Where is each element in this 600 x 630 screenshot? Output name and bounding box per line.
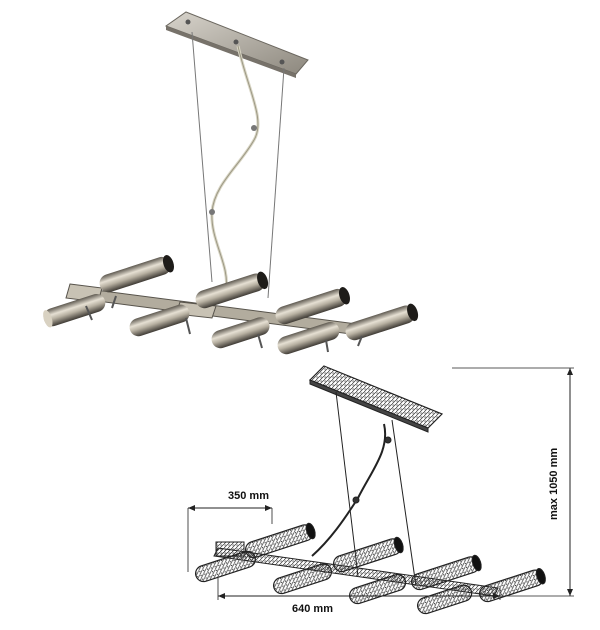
suspension-wire [191, 31, 213, 283]
height-dimension-label: max 1050 mm [548, 447, 560, 520]
lamp-photo [43, 11, 419, 355]
suspension-wire [267, 67, 285, 299]
spot-light [277, 322, 340, 355]
ceiling-plate-sketch [308, 365, 444, 429]
lamp-drawing [187, 365, 574, 615]
spot-light [99, 255, 174, 293]
spot-light [129, 304, 190, 337]
spot-light [345, 303, 419, 341]
spot-light [211, 317, 270, 349]
width-dimension-label: 350 mm [228, 490, 269, 502]
power-cable [210, 45, 260, 291]
spot-light [195, 271, 269, 309]
spot-light [43, 294, 106, 328]
spot-light [275, 287, 350, 325]
length-dimension-label: 640 mm [292, 603, 333, 615]
